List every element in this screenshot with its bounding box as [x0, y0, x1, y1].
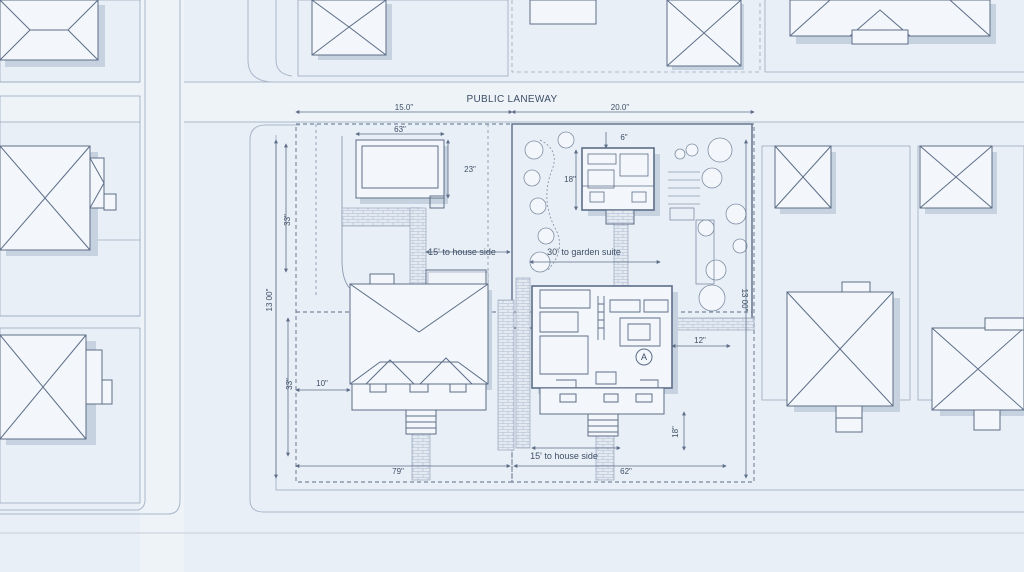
house-right-back-a: [774, 145, 836, 214]
top-left-width-label: 15.0": [395, 103, 414, 112]
garage-top-middle: [529, 0, 597, 25]
house-top-middle: [311, 0, 392, 60]
bottom-left-width-label: 79": [392, 467, 404, 476]
left-front-depth-label: 33": [285, 378, 294, 390]
garage-width-label: 63": [394, 125, 406, 134]
garden-suite: [581, 147, 700, 225]
house-right-front-a: [786, 281, 900, 433]
rear-garage: [355, 139, 448, 209]
bottom-right-width-label: 62": [620, 467, 632, 476]
suite-small-dim-label: 6": [620, 133, 627, 142]
neighbour-houses: [0, 0, 1024, 445]
house-right-back-b: [919, 145, 997, 214]
distance-house-side-label: 15' to house side: [530, 451, 598, 461]
laneway-label: PUBLIC LANEWAY: [467, 94, 558, 105]
neighbouring-lots: [0, 0, 1024, 504]
house-left-bottom: [0, 334, 113, 445]
house-top-right-a: [666, 0, 744, 70]
garage-depth-label: 23": [464, 165, 476, 174]
dimension-lines: [274, 110, 755, 479]
front-setback-label: 18": [671, 426, 680, 438]
main-house: [349, 269, 492, 435]
house-top-left: [0, 0, 105, 67]
suite-depth-label: 18": [564, 175, 576, 184]
plan-labels: PUBLIC LANEWAY 15.0" 20.0" 63" 23" 33" 1…: [265, 94, 749, 476]
left-rear-depth-label: 33": [283, 214, 292, 226]
house-left-middle: [0, 145, 117, 256]
house-setback-label: 10": [316, 379, 328, 388]
distance-garden-suite-label: 30' to garden suite: [547, 247, 621, 257]
top-right-width-label: 20.0": [611, 103, 630, 112]
unit-marker-a: A: [641, 352, 647, 362]
house-top-right-b: [789, 0, 996, 45]
right-total-depth-label: 13 00": [740, 289, 749, 312]
new-house-floor-plan: [531, 285, 678, 437]
house-right-front-b: [931, 317, 1024, 431]
right-side-setback-label: 12": [694, 336, 706, 345]
left-total-depth-label: 13 00": [265, 288, 274, 311]
distance-garage-house-label: 15' to house side: [428, 247, 496, 257]
brick-walkways: [341, 207, 755, 481]
